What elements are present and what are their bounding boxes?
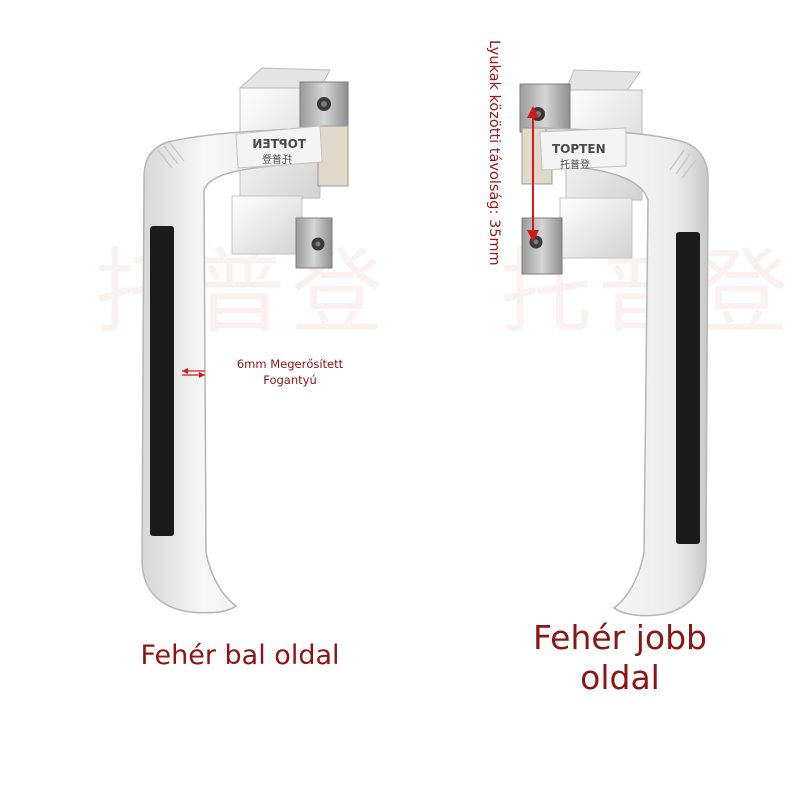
left-handle: TOPTEN 托普登 (141, 67, 349, 614)
hole-distance-arrow (527, 106, 539, 242)
left-logo-cn-mirrored: 托普登 (262, 153, 292, 166)
thickness-note-line1: 6mm Megerősített (236, 357, 344, 371)
right-handle: TOPTEN 托普登 (519, 69, 709, 617)
caption-right: Fehér jobb oldal (500, 618, 740, 699)
thickness-note: 6mm Megerősített Fogantyú (210, 357, 370, 388)
right-logo: TOPTEN (552, 142, 606, 156)
caption-right-line2: oldal (580, 658, 660, 698)
thickness-note-line2: Fogantyú (263, 372, 317, 387)
right-black-insert (676, 232, 700, 544)
left-logo-mirrored: TOPTEN (252, 137, 306, 151)
left-black-insert (150, 226, 174, 536)
left-mount-block-bottom (231, 195, 333, 269)
caption-right-line1: Fehér jobb (532, 618, 707, 657)
hole-distance-label: Lyukak közötti távolság: 35mm (486, 40, 502, 266)
right-mount-block-bottom (521, 197, 633, 275)
caption-left: Fehér bal oldal (140, 640, 340, 671)
right-logo-cn: 托普登 (560, 158, 590, 171)
thickness-arrow (182, 368, 205, 378)
left-handle-body (141, 127, 319, 614)
right-handle-body (545, 127, 709, 617)
